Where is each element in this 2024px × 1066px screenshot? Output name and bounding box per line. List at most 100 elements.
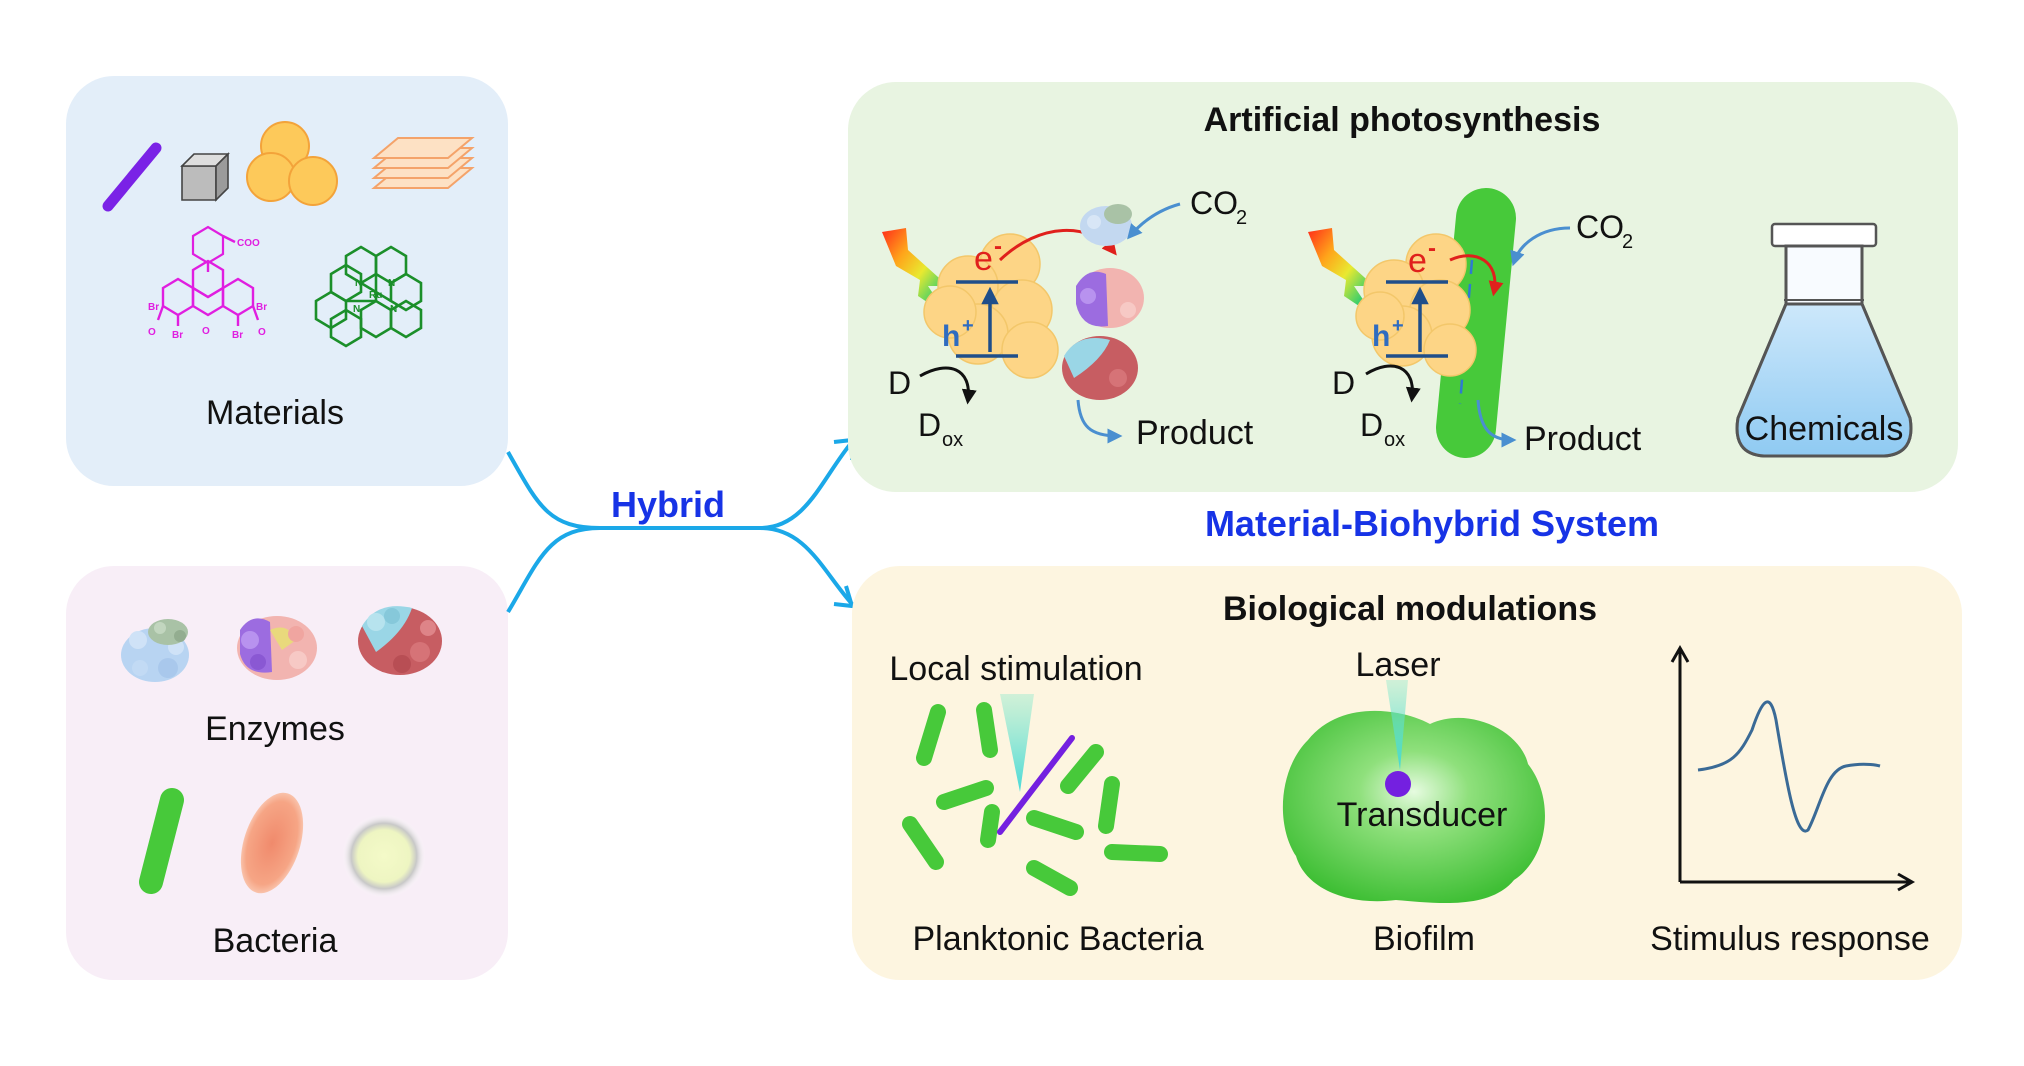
laser-beam-right: [1386, 680, 1408, 770]
co2-label-left: CO: [1190, 185, 1238, 221]
rod-bacterium-icon: [980, 804, 1000, 848]
chemicals-label: Chemicals: [1745, 410, 1904, 448]
biological-panel: Enzymes Bacteria: [66, 566, 508, 980]
product-label-left: Product: [1136, 414, 1254, 452]
electron-symbol: e: [974, 240, 993, 278]
band-diagram: [956, 280, 1018, 358]
rod-bacterium-icon: [976, 702, 998, 758]
ru-n-label-1: N: [355, 278, 362, 289]
donor-label-left: D: [888, 365, 911, 401]
rod-bacterium-icon: [1436, 188, 1516, 458]
response-axes: [1670, 644, 1916, 892]
ru-labels: Ru N N N N: [353, 278, 397, 315]
bacteria-label: Bacteria: [213, 922, 338, 960]
materials-label: Materials: [206, 394, 344, 432]
laser-label: Laser: [1355, 646, 1440, 684]
enzyme-icon: [121, 619, 189, 682]
nanosheet-stack-icon: [371, 137, 475, 189]
nanoparticle-cluster-icon: [246, 121, 338, 206]
ru-n-label-2: N: [388, 278, 395, 289]
light-bolt-icon: [1308, 228, 1374, 316]
hybrid-connector: [506, 437, 855, 614]
rod-bacterium-icon: [1026, 860, 1078, 896]
enzyme-icon: [237, 616, 317, 680]
biofilm-shape: [1282, 710, 1545, 904]
biofilm-label: Biofilm: [1373, 920, 1475, 958]
eosin-labels: COO Br Br O O O Br Br: [148, 238, 267, 341]
materials-panel: COO Br Br O O O Br Br Ru N N N: [66, 76, 508, 486]
eosin-br-label-bottom-right: Br: [232, 330, 243, 341]
transducer-dot: [1385, 771, 1411, 797]
eosin-br-label-bottom-left: Br: [172, 330, 183, 341]
electron-symbol-right: e: [1408, 242, 1427, 280]
enzyme-icon: [1062, 336, 1138, 400]
eosin-br-label-left: Br: [148, 302, 159, 313]
band-diagram: [1386, 280, 1448, 358]
rod-bacterium-icon: [1104, 844, 1168, 862]
ru-center-label: Ru: [369, 290, 382, 301]
photosynthesis-title: Artificial photosynthesis: [1204, 101, 1601, 139]
product-label-right: Product: [1524, 420, 1642, 458]
rod-bacterium-icon: [1026, 810, 1084, 840]
co2-label-right: CO: [1576, 209, 1624, 245]
hybrid-lower-arrow-path: [506, 526, 854, 614]
co2-subscript-right: 2: [1622, 231, 1633, 253]
product-arrow-left: [1076, 399, 1123, 444]
hybrid-label: Hybrid: [611, 484, 725, 525]
donor-arrow-left: [919, 366, 977, 405]
laser-beam-left: [1000, 694, 1034, 792]
electron-charge-right: -: [1428, 235, 1436, 262]
donor-ox-label-left: D: [918, 407, 941, 443]
nanorod-transducer: [997, 735, 1075, 835]
eosin-dye-icon: [156, 225, 260, 326]
rod-bacterium-icon: [902, 816, 944, 870]
response-curve: [1697, 700, 1881, 833]
nanorod-icon: [102, 142, 162, 212]
donor-label-right: D: [1332, 365, 1355, 401]
modulations-panel: Biological modulations Local stimulation…: [852, 566, 1962, 980]
enzymes-label: Enzymes: [205, 710, 345, 748]
eosin-o-label-right: O: [258, 327, 266, 338]
rod-bacterium-icon: [139, 788, 184, 894]
hole-charge-right: +: [1392, 315, 1404, 337]
electron-transfer-arrow-right: [1449, 254, 1504, 297]
coccus-bacterium-icon: [342, 814, 426, 898]
donor-arrow-right: [1365, 364, 1421, 403]
ru-n-label-3: N: [353, 304, 360, 315]
planktonic-label: Planktonic Bacteria: [912, 920, 1203, 958]
rod-bacterium-icon: [240, 792, 304, 894]
rod-bacterium-icon: [1060, 744, 1104, 794]
rod-bacterium-icon: [916, 704, 946, 766]
planktonic-bacteria-group: [902, 702, 1168, 896]
local-stimulation-label: Local stimulation: [889, 650, 1142, 688]
co2-arrow-right: [1510, 226, 1571, 267]
photocatalyst-cluster: [1355, 233, 1477, 377]
rod-bacterium-icon: [936, 780, 994, 810]
eosin-o-label-left: O: [148, 327, 156, 338]
eosin-br-label-right: Br: [256, 302, 267, 313]
ru-complex-icon: [314, 245, 423, 348]
eosin-o-label-center: O: [202, 326, 210, 337]
hybrid-lower-arrowhead: [833, 585, 855, 609]
co2-arrow-left: [1127, 202, 1181, 240]
hole-symbol: h: [942, 320, 960, 353]
hole-charge: +: [962, 315, 974, 337]
modulations-title: Biological modulations: [1223, 590, 1597, 628]
enzyme-icon: [1076, 268, 1144, 328]
eosin-coo-label: COO: [237, 238, 260, 249]
donor-ox-subscript-left: ox: [942, 429, 963, 451]
co2-subscript-left: 2: [1236, 207, 1247, 229]
enzyme-icon: [358, 606, 442, 675]
system-label: Material-Biohybrid System: [1205, 503, 1659, 544]
cube-icon: [180, 152, 230, 202]
hole-symbol-right: h: [1372, 320, 1390, 353]
stimulus-response-label: Stimulus response: [1650, 920, 1930, 958]
photosynthesis-panel: Artificial photosynthesis e - h +: [848, 82, 1958, 492]
donor-ox-label-right: D: [1360, 407, 1383, 443]
enzyme-icon: [1080, 204, 1132, 246]
flask-icon: [1735, 222, 1913, 458]
electron-charge: -: [994, 233, 1002, 260]
ru-n-label-4: N: [390, 304, 397, 315]
donor-ox-subscript-right: ox: [1384, 429, 1405, 451]
